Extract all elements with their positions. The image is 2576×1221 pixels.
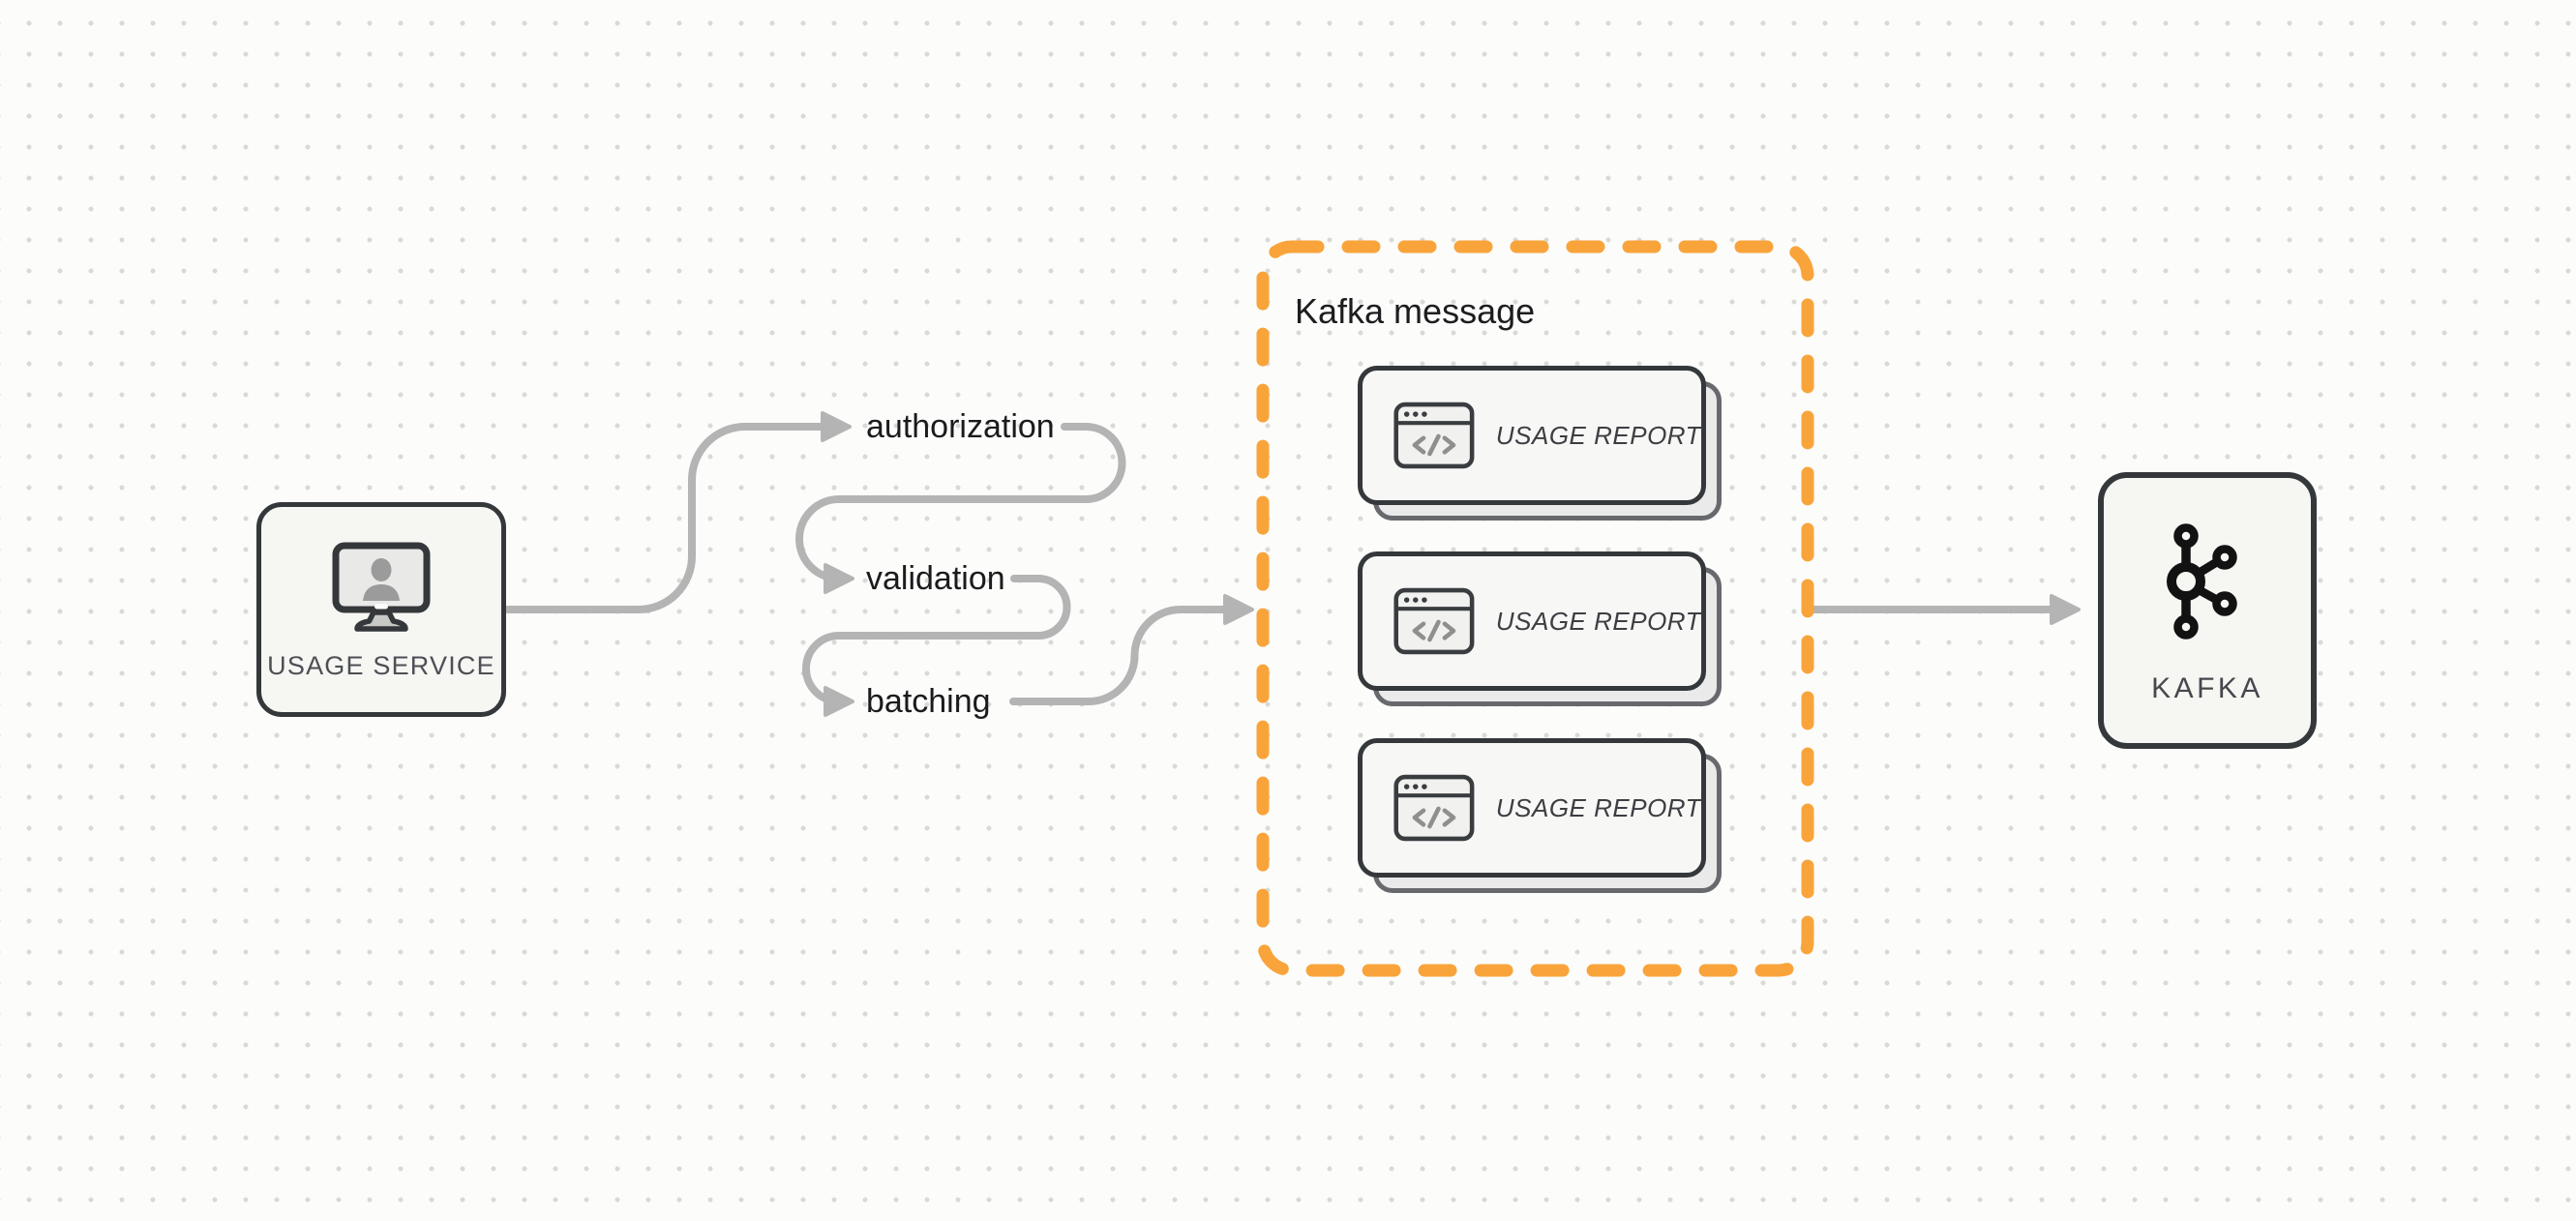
arrowhead-validation bbox=[824, 563, 854, 594]
usage-report-card-front: USAGE REPORT bbox=[1358, 738, 1706, 878]
usage-service-label: USAGE SERVICE bbox=[267, 650, 495, 680]
usage-report-card: USAGE REPORT bbox=[1358, 551, 1722, 706]
step-label-validation: validation bbox=[866, 560, 1005, 597]
code-window-icon bbox=[1393, 402, 1475, 469]
code-window-icon bbox=[1393, 774, 1475, 842]
usage-report-card-front: USAGE REPORT bbox=[1358, 551, 1706, 691]
connector-authorization-to-validation bbox=[794, 423, 1126, 582]
arrowhead-authorization bbox=[821, 411, 852, 442]
code-window-icon bbox=[1393, 587, 1475, 655]
arrowhead-into-kafka bbox=[2050, 594, 2081, 625]
connector-usage-to-authorization bbox=[504, 423, 826, 613]
kafka-message-group-border bbox=[1256, 240, 1814, 977]
arrowhead-into-kafka-message bbox=[1223, 594, 1254, 625]
usage-report-label: USAGE REPORT bbox=[1495, 421, 1701, 450]
usage-report-label: USAGE REPORT bbox=[1495, 793, 1701, 822]
connector-validation-to-batching bbox=[801, 575, 1071, 705]
connector-batching-to-kafka-message bbox=[1009, 606, 1229, 705]
arrowhead-batching bbox=[824, 686, 854, 717]
step-label-authorization: authorization bbox=[866, 408, 1055, 445]
usage-service-node: USAGE SERVICE bbox=[256, 502, 506, 717]
usage-report-card-front: USAGE REPORT bbox=[1358, 366, 1706, 505]
kafka-node: KAFKA bbox=[2098, 472, 2317, 749]
usage-report-card: USAGE REPORT bbox=[1358, 366, 1722, 521]
monitor-user-icon bbox=[332, 542, 431, 632]
kafka-label: KAFKA bbox=[2151, 672, 2263, 704]
usage-report-label: USAGE REPORT bbox=[1495, 607, 1701, 636]
usage-report-card: USAGE REPORT bbox=[1358, 738, 1722, 893]
step-label-batching: batching bbox=[866, 683, 991, 720]
kafka-logo-icon bbox=[2167, 523, 2237, 640]
kafka-message-group-title: Kafka message bbox=[1295, 291, 1536, 331]
